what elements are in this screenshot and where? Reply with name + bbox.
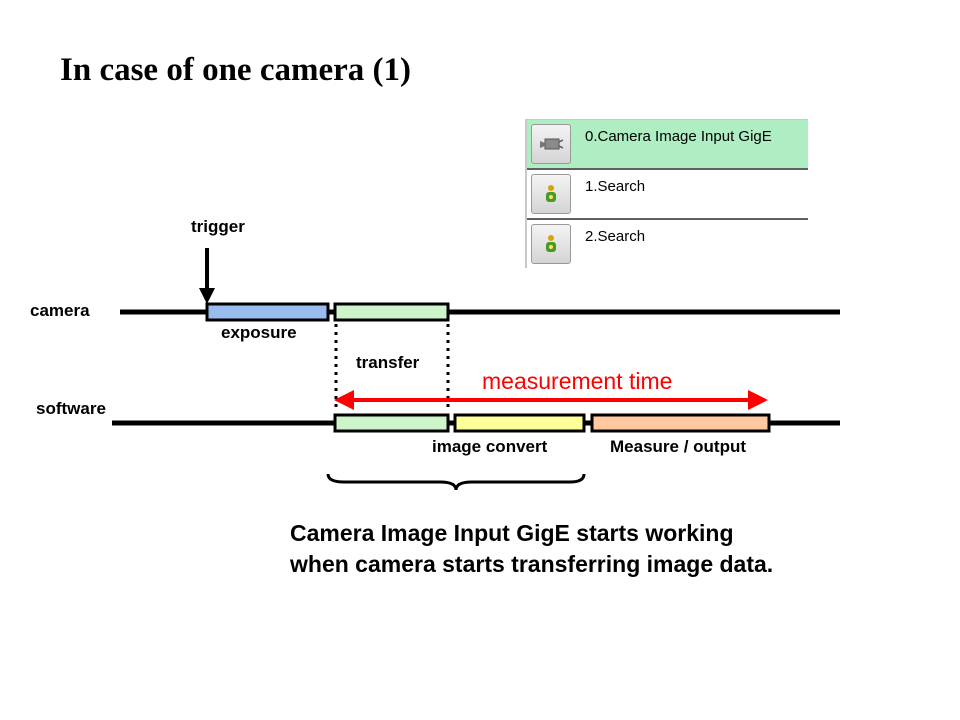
search-unit-icon[interactable] [531,174,571,214]
note-line-1: Camera Image Input GigE starts working [290,520,734,546]
transfer-box-camera [333,302,450,322]
page-title: In case of one camera (1) [60,52,411,88]
note-line-2: when camera starts transferring image da… [290,551,774,577]
flow-item-label: 2.Search [585,228,646,245]
flow-item-camera-input[interactable]: 0.Camera Image Input GigE [527,120,808,170]
flow-item-search-2[interactable]: 2.Search [527,220,808,268]
exposure-box [205,302,330,322]
flow-item-search-1[interactable]: 1.Search [527,170,808,220]
exposure-label: exposure [221,323,297,342]
transfer-label: transfer [356,353,420,372]
flow-item-label: 1.Search [585,178,646,195]
flow-item-label: 0.Camera Image Input GigE [585,128,772,145]
trigger-label: trigger [191,217,245,236]
camera-label: camera [30,301,90,320]
camera-icon[interactable] [531,124,571,164]
image-convert-box [453,413,586,433]
explanation-note: Camera Image Input GigE starts working w… [290,518,773,580]
transfer-box-software [333,413,450,433]
curly-brace [326,473,586,491]
software-label: software [36,399,106,418]
measure-output-box [590,413,771,433]
flow-panel: 0.Camera Image Input GigE 1.Search 2.Sea… [525,119,808,268]
measurement-time-label: measurement time [482,368,673,394]
search-unit-icon[interactable] [531,224,571,264]
trigger-arrow-head [199,288,215,304]
measure-output-label: Measure / output [610,437,747,456]
image-convert-label: image convert [432,437,548,456]
